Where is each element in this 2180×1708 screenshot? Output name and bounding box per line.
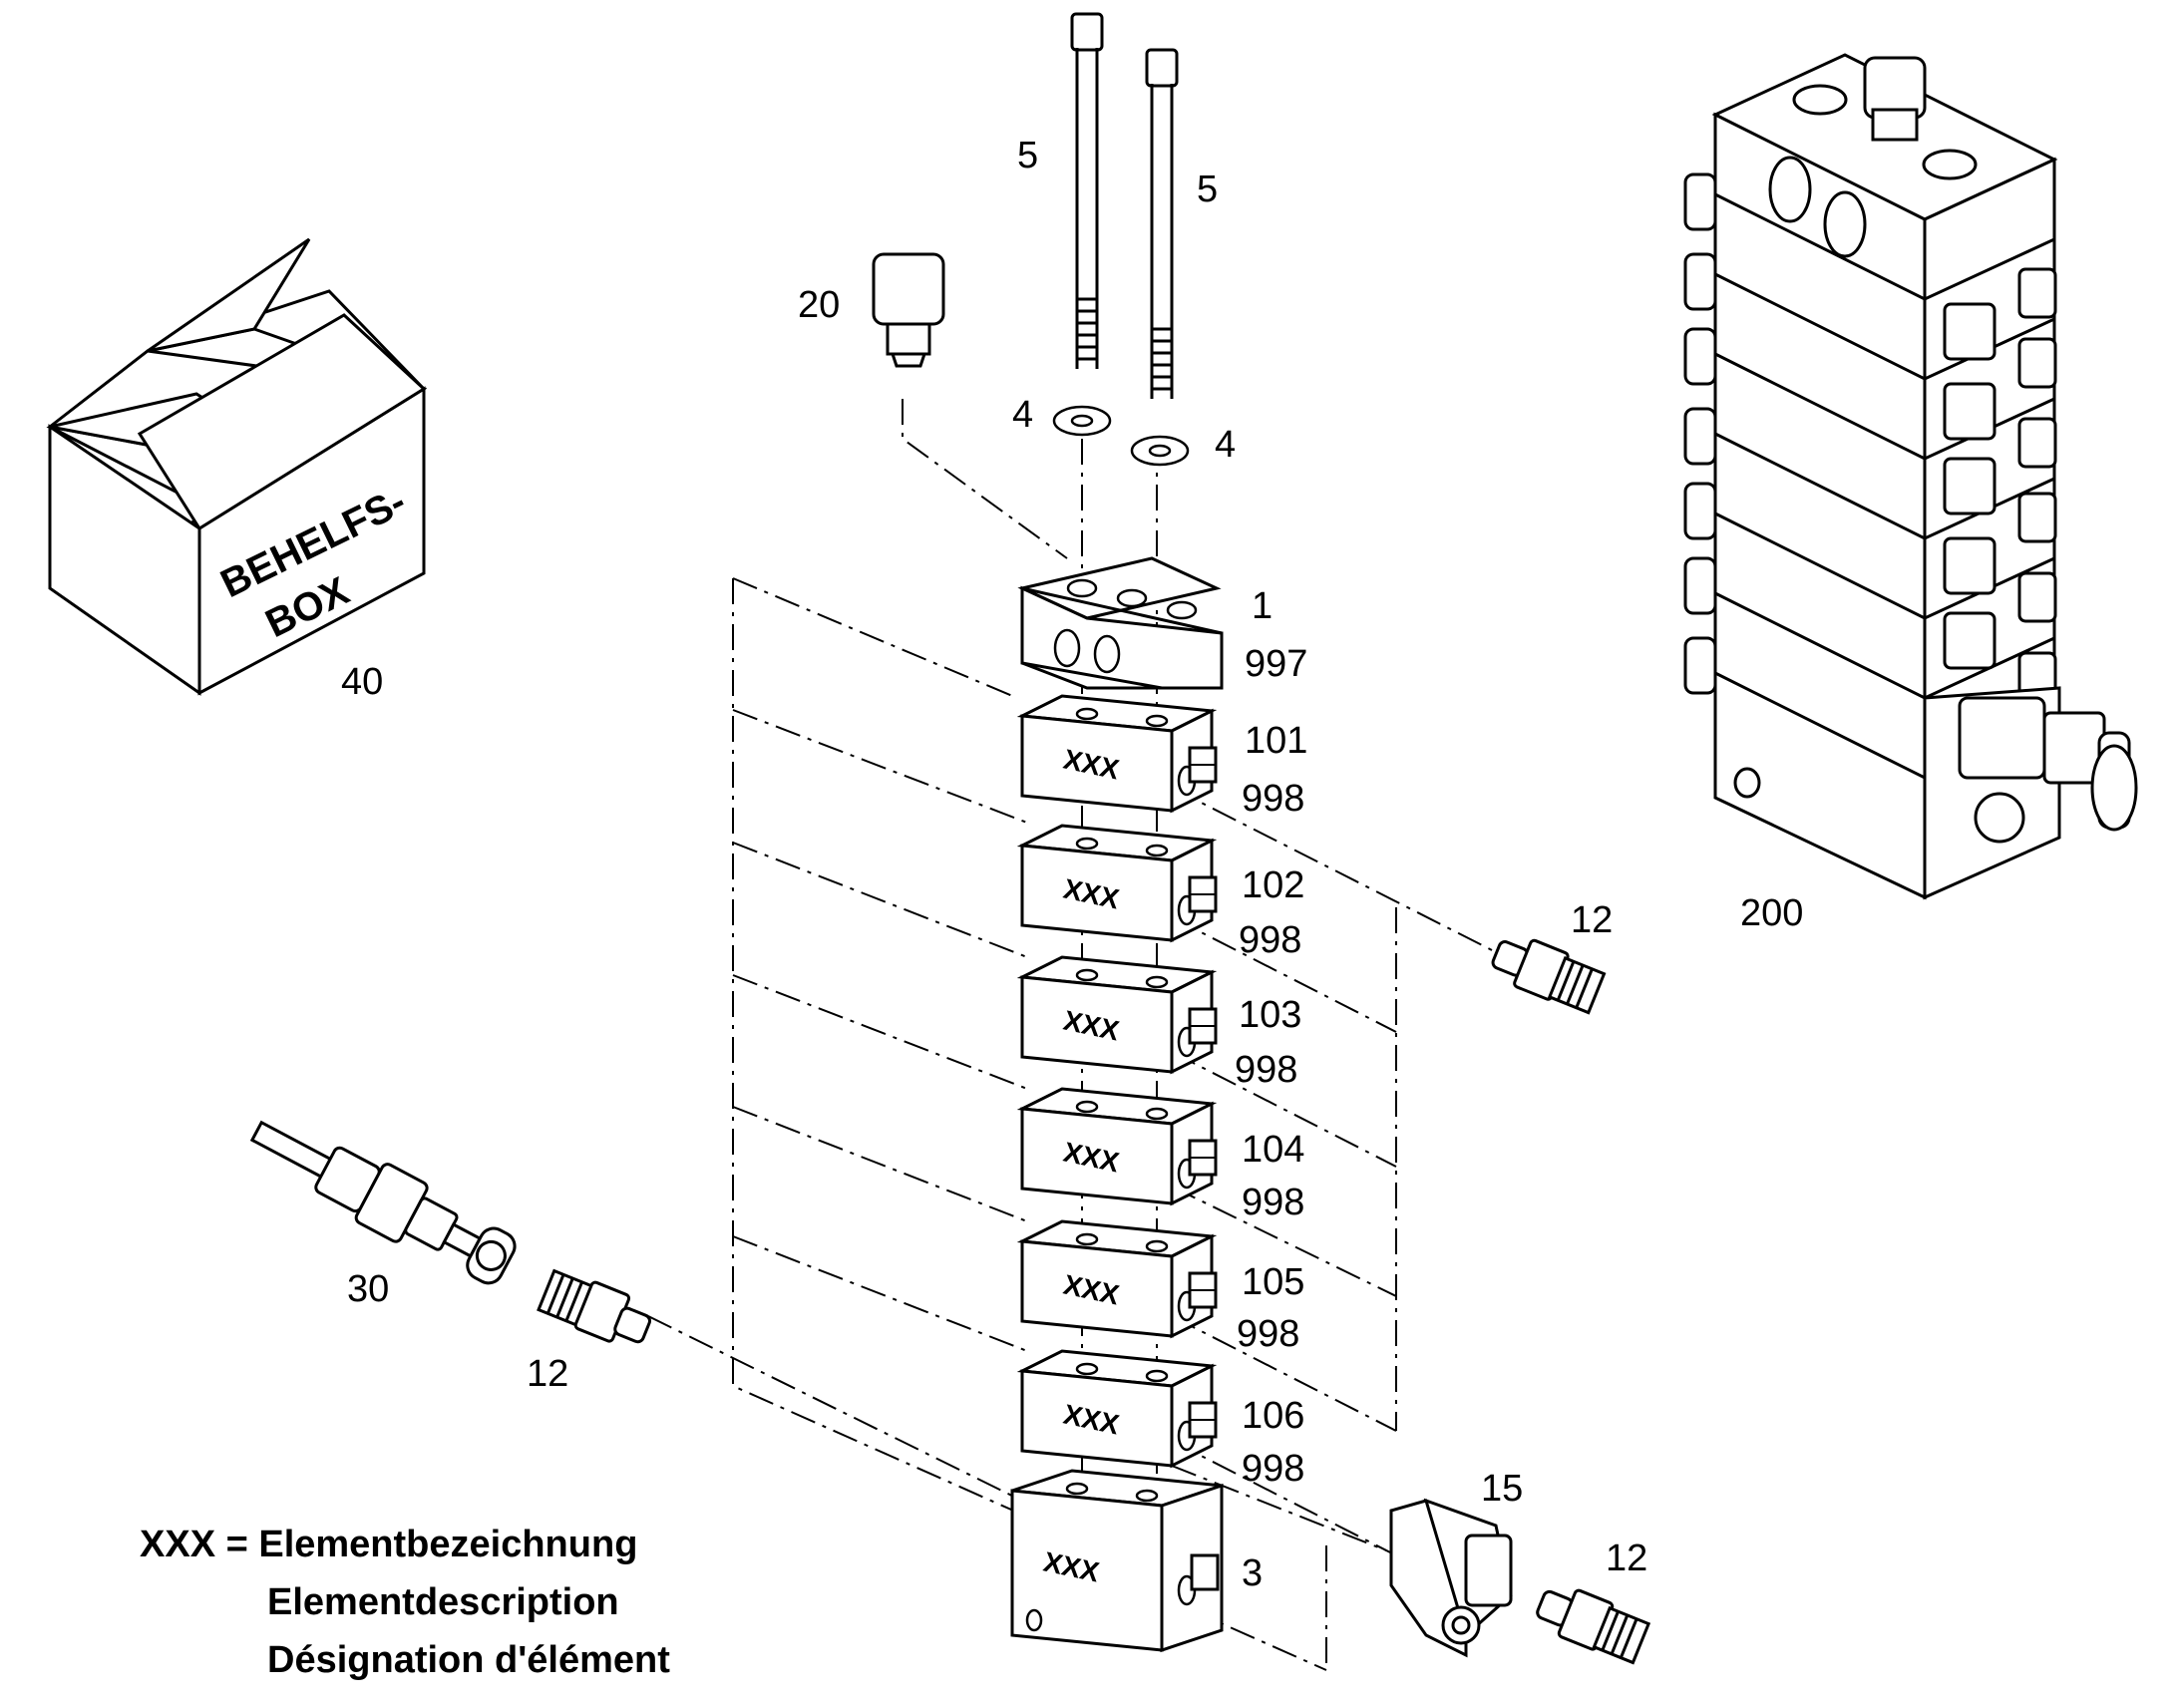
callout-block-number: 104 <box>1242 1129 1304 1171</box>
callout-block-sub: 998 <box>1242 1448 1304 1490</box>
start-block <box>1017 556 1224 690</box>
callout-block-number: 105 <box>1242 1261 1304 1303</box>
callout-block-sub: 998 <box>1239 919 1301 961</box>
callout-washer-left: 4 <box>1012 394 1033 436</box>
adapter-15 <box>1389 1498 1513 1658</box>
legend-line-2: Elementdescription <box>267 1581 619 1623</box>
callout-washer-right: 4 <box>1215 424 1236 466</box>
element-block-104: XXX <box>1020 1087 1218 1205</box>
washer-right <box>1130 435 1190 467</box>
callout-start-block-1: 1 <box>1252 585 1272 627</box>
callout-tube-assembly: 30 <box>347 1268 389 1310</box>
callout-block-sub: 998 <box>1242 1182 1304 1223</box>
screw-right <box>1145 48 1179 399</box>
behelfs-box: BEHELFS- BOX <box>46 237 428 696</box>
washer-left <box>1052 405 1112 437</box>
callout-block-sub: 998 <box>1237 1313 1299 1355</box>
fitting-bottom <box>1536 1588 1651 1665</box>
fitting-left <box>537 1268 651 1344</box>
callout-box: 40 <box>341 661 383 703</box>
callout-end-block: 3 <box>1242 1552 1263 1594</box>
screw-left <box>1070 12 1104 369</box>
plug-20 <box>872 252 945 368</box>
fitting-right <box>1491 938 1607 1015</box>
callout-start-block-2: 997 <box>1245 643 1307 685</box>
callout-adapter: 15 <box>1481 1468 1523 1510</box>
element-block-105: XXX <box>1020 1219 1218 1338</box>
callout-block-sub: 998 <box>1242 778 1304 820</box>
callout-fitting-left: 12 <box>527 1353 568 1395</box>
assembled-distributor-unit <box>1683 53 2138 900</box>
legend: XXX = Elementbezeichnung Elementdescript… <box>140 1516 670 1689</box>
callout-block-number: 101 <box>1245 720 1307 762</box>
callout-screw-right: 5 <box>1197 169 1218 210</box>
legend-line-1: XXX = Elementbezeichnung <box>140 1524 638 1565</box>
callout-labels: 5 5 4 4 20 1 997 40 200 12 30 12 15 12 3… <box>341 135 1803 1594</box>
callout-block-sub: 998 <box>1235 1049 1297 1091</box>
callout-assembled-unit: 200 <box>1740 892 1803 934</box>
callout-fitting-right: 12 <box>1571 899 1613 941</box>
element-block-106: XXX <box>1020 1349 1218 1468</box>
element-block-101: XXX <box>1020 694 1218 813</box>
callout-fitting-bottom: 12 <box>1606 1537 1647 1579</box>
callout-block-number: 103 <box>1239 994 1301 1036</box>
callout-block-number: 102 <box>1242 864 1304 906</box>
tube-assembly <box>249 1120 517 1285</box>
end-block: XXX <box>1010 1469 1224 1653</box>
callout-block-number: 106 <box>1242 1395 1304 1437</box>
legend-line-3: Désignation d'élément <box>267 1639 670 1681</box>
element-block-103: XXX <box>1020 955 1218 1074</box>
callout-screw-left: 5 <box>1017 135 1038 176</box>
element-block-102: XXX <box>1020 824 1218 942</box>
callout-plug: 20 <box>798 284 840 326</box>
